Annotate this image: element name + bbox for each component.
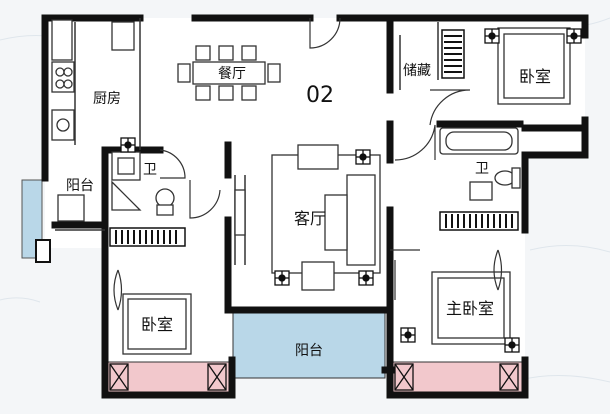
- doors: [159, 17, 471, 300]
- kitchen-counter: [51, 19, 135, 141]
- unit-number: 02: [306, 83, 334, 108]
- beds: [122, 27, 571, 355]
- living-label: 客厅: [294, 209, 326, 228]
- bedroom-top-right-label: 卧室: [519, 67, 551, 86]
- closets: [109, 29, 519, 247]
- kitchen-label: 厨房: [93, 91, 121, 107]
- lamp-symbols: [120, 28, 582, 353]
- left-balcony-post: [35, 239, 51, 263]
- storage-label: 储藏: [403, 63, 431, 79]
- living-furniture: [271, 144, 381, 291]
- bay-window-crosses: [109, 363, 519, 391]
- bedroom-bottom-left-label: 卧室: [141, 315, 173, 334]
- bath-left-fixtures: [111, 151, 175, 216]
- dining-label: 餐厅: [218, 66, 246, 82]
- walls: [41, 14, 589, 399]
- balcony-left-label: 阳台: [66, 178, 94, 194]
- plants: [113, 249, 503, 311]
- balcony-bottom-label: 阳台: [295, 343, 323, 359]
- bath-left-label: 卫: [143, 162, 157, 178]
- dining-table: [177, 45, 281, 101]
- tv-cabinet: [234, 189, 246, 236]
- bottom-balcony: [232, 309, 386, 379]
- washer: [57, 194, 85, 222]
- master-bedroom-label: 主卧室: [446, 299, 494, 318]
- left-balcony-glass: [21, 179, 43, 259]
- bath-right-fixtures: [439, 127, 521, 201]
- bath-right-label: 卫: [475, 161, 489, 177]
